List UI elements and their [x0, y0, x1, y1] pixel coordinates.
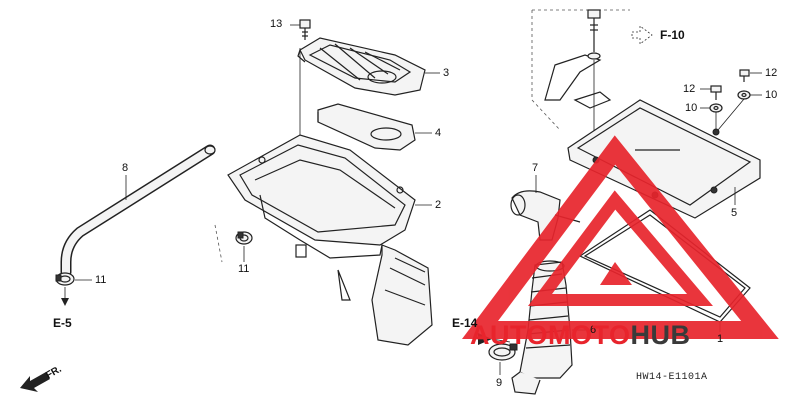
- callout-10-left: 10: [685, 102, 698, 114]
- hose-clamp-9-icon: [488, 343, 518, 361]
- callout-6: 6: [590, 324, 597, 336]
- callout-12-left: 12: [683, 83, 696, 95]
- bolt-13-icon: [299, 19, 311, 40]
- callout-9: 9: [496, 377, 503, 389]
- callout-11-mid: 11: [238, 263, 250, 275]
- air-cleaner-cover-icon: [297, 37, 426, 96]
- bolt-inset-icon: [587, 9, 601, 160]
- callout-1: 1: [717, 333, 724, 345]
- hose-clamp-11-mid-icon: [235, 231, 253, 245]
- washer-10-left-icon: [709, 103, 723, 113]
- callout-11-left: 11: [95, 274, 107, 286]
- watermark-part-auto: AUTO: [470, 320, 549, 350]
- callout-10-right: 10: [765, 89, 778, 101]
- breather-tube-icon: [60, 144, 216, 278]
- callout-13: 13: [270, 18, 283, 30]
- hose-clamp-11-left-icon: [55, 272, 75, 286]
- callout-3: 3: [443, 67, 450, 79]
- ref-e5: E-5: [53, 316, 72, 330]
- callout-7: 7: [532, 162, 539, 174]
- ref-e14: E-14: [452, 316, 478, 330]
- callout-2: 2: [435, 199, 442, 211]
- watermark-triangle-logo: [462, 135, 779, 339]
- callout-5: 5: [731, 207, 738, 219]
- bolt-12-left-icon: [710, 85, 722, 100]
- ref-arrow-icon: [631, 25, 653, 45]
- watermark-wordmark: AUTOMOTOHUB: [470, 322, 691, 349]
- watermark-part-moto: MOTO: [548, 320, 631, 350]
- air-cleaner-housing-icon: [227, 134, 433, 346]
- washer-10-right-icon: [737, 90, 751, 100]
- air-filter-element-icon: [317, 103, 416, 151]
- diagram-code: HW14-E1101A: [636, 372, 708, 383]
- watermark-part-hub: HUB: [630, 320, 691, 350]
- callout-12-right: 12: [765, 67, 778, 79]
- front-direction-arrow-icon: [20, 372, 50, 392]
- callout-4: 4: [435, 127, 442, 139]
- ref-f10: F-10: [660, 28, 685, 42]
- callout-8: 8: [122, 162, 129, 174]
- bolt-12-right-icon: [739, 69, 750, 82]
- inset-detail-box: [531, 9, 630, 131]
